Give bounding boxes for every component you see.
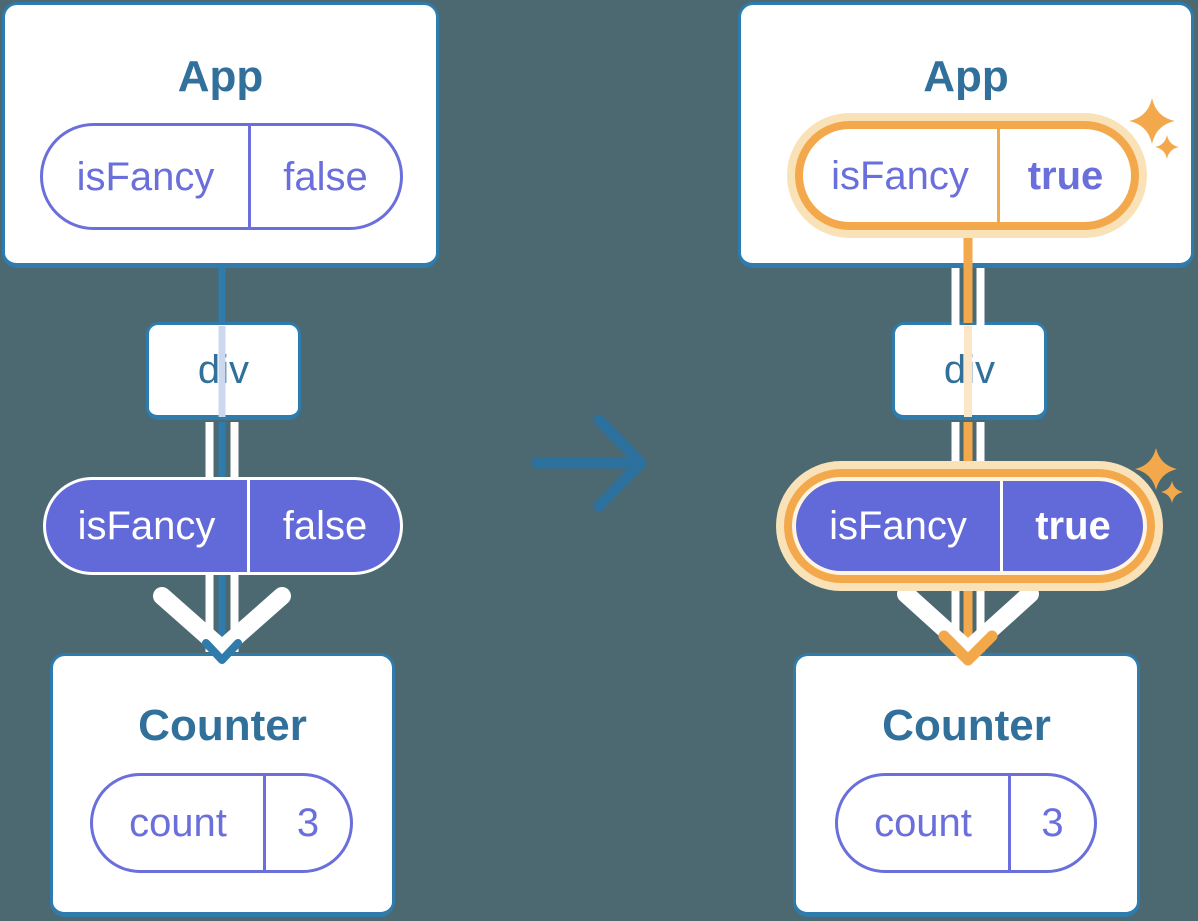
state-value: 3	[1008, 776, 1094, 870]
prop-pill: isFancy false	[40, 123, 403, 230]
div-box-right: div	[892, 322, 1047, 420]
prop-value: true	[1000, 481, 1143, 571]
app-title: App	[177, 52, 264, 101]
prop-value: true	[997, 129, 1131, 222]
prop-name: isFancy	[76, 154, 215, 199]
state-name: count	[129, 801, 227, 845]
counter-title: Counter	[882, 701, 1051, 750]
prop-name: isFancy	[829, 504, 967, 548]
prop-pill-passed-highlighted: isFancy true	[792, 477, 1147, 575]
state-pill: count 3	[835, 773, 1097, 873]
prop-pill-highlighted: isFancy true	[795, 121, 1139, 230]
div-label: div	[197, 347, 250, 392]
prop-name: isFancy	[831, 153, 969, 198]
prop-value: false	[248, 126, 400, 227]
down-chevron-icon	[153, 587, 291, 658]
prop-value: false	[247, 480, 400, 572]
prop-name: isFancy	[77, 504, 216, 548]
div-box-left: div	[146, 322, 301, 420]
sparkle-icon	[1161, 481, 1183, 503]
div-label: div	[943, 347, 996, 392]
state-value: 3	[263, 776, 350, 870]
prop-pill-passed: isFancy false	[43, 477, 403, 575]
state-pill: count 3	[90, 773, 353, 873]
app-title: App	[923, 52, 1009, 101]
counter-title: Counter	[138, 701, 307, 750]
down-chevron-icon	[897, 585, 1039, 659]
right-arrow-icon	[531, 414, 647, 512]
state-name: count	[874, 801, 972, 845]
